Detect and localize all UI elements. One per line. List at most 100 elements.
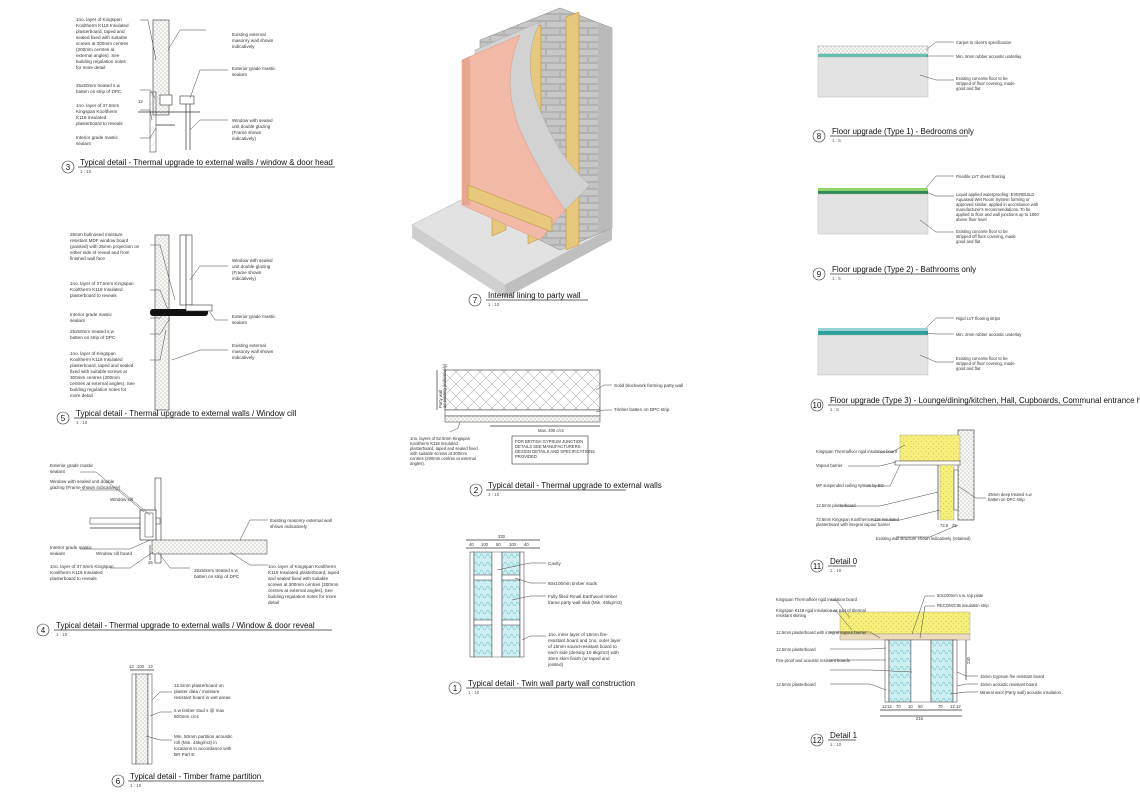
detail-number: 7 xyxy=(473,296,478,305)
insulation-slab xyxy=(473,551,493,658)
manufacturer-note-box xyxy=(511,435,589,465)
detail-number-bubble xyxy=(111,774,125,788)
floor-slab-side xyxy=(505,228,612,298)
detail-scale: 1 : 5 xyxy=(832,276,841,281)
d1-top-dim: 330 xyxy=(498,534,506,539)
detail-title: Typical detail - Thermal upgrade to exte… xyxy=(56,621,315,630)
d12-note: 12.5mm plasterboard xyxy=(776,682,816,687)
batten xyxy=(953,469,959,511)
dim: 25 xyxy=(952,523,957,528)
detail-number: 10 xyxy=(813,401,822,410)
detail-number: 4 xyxy=(41,626,46,635)
window-frame xyxy=(139,509,157,541)
d11-note: 12.5mm plasterboard xyxy=(816,503,856,508)
detail-title: Typical detail - Thermal upgrade to exte… xyxy=(76,409,297,418)
detail-title: Typical detail - Twin wall party wall co… xyxy=(468,679,635,688)
window-cill-label: Window cill xyxy=(110,497,133,502)
d12-note-r: 15mm Gypsum fire resistant board xyxy=(980,674,1045,679)
detail-number-bubble xyxy=(810,733,824,747)
detail-number-bubble xyxy=(812,129,826,143)
dim: 70 xyxy=(938,704,943,709)
timber-battens xyxy=(444,409,601,417)
d12-note: Fire-proof and acoustic resistant boards xyxy=(776,658,850,663)
dim: 12 xyxy=(950,704,955,709)
ceiling-line xyxy=(894,460,961,466)
wall-insulation xyxy=(939,464,955,521)
d2-notes-r1: Solid blockwork forming party wall xyxy=(614,383,683,388)
rubber-underlay xyxy=(818,331,928,335)
d12-note-r: 15mm acoustic resistant board xyxy=(980,682,1038,687)
detail-1-twin-wall-party-wall: 330 40 100 50 100 40 Cavity 60x100mm tim… xyxy=(448,534,635,695)
detail-scale: 1 : 10 xyxy=(830,568,842,573)
concrete-floor xyxy=(817,193,929,235)
dim: 40 xyxy=(524,542,529,547)
detail-number: 8 xyxy=(817,132,822,141)
detail-scale: 1 : 10 xyxy=(130,783,142,788)
masonry-wall-section xyxy=(152,19,170,116)
d2-notes-l: Party wallas existing (indicatively) xyxy=(438,363,447,408)
d8-note: Min. 6mm rubber acoustic underlay xyxy=(956,54,1022,59)
dim: 70 xyxy=(896,704,901,709)
detail-title: Typical detail - Thermal upgrade to exte… xyxy=(80,158,333,167)
detail-number: 1 xyxy=(453,684,458,693)
concrete-floor xyxy=(817,334,929,376)
dim: 12 xyxy=(956,704,961,709)
d12-bot-dim: 215 xyxy=(916,716,924,721)
board-layer xyxy=(469,551,475,658)
rigid-insulation-board xyxy=(899,434,961,462)
d12-note: 12.5mm plasterboard xyxy=(776,647,816,652)
floor-slab-front xyxy=(412,225,505,298)
detail-number-bubble xyxy=(812,267,826,281)
d11-note: MF suspended ceiling system by BG xyxy=(816,483,884,488)
d12-note-2: Kingspan K118 rigid insulation as part o… xyxy=(776,608,866,618)
dim: 50 xyxy=(918,704,923,709)
masonry-wall-section xyxy=(154,234,170,411)
detail-title: Floor upgrade (Type 1) - Bedrooms only xyxy=(832,127,974,136)
timber-stud xyxy=(473,574,493,581)
detail-number-bubble xyxy=(810,559,824,573)
detail-11-detail-0: 72.5 25 Kingspan Thermafloor rigid insul… xyxy=(810,429,1033,573)
d1-notes-r1: Cavity xyxy=(548,561,561,566)
detail-number-bubble xyxy=(810,398,824,412)
concrete-floor xyxy=(817,56,929,98)
detail-number-bubble xyxy=(61,160,75,174)
d12-side-dim: 230 xyxy=(966,656,971,664)
timber-batten xyxy=(565,11,580,251)
d12-note-t: 50x100mm s.w. top plate xyxy=(937,593,984,598)
existing-wall xyxy=(957,429,975,521)
dim: 10 xyxy=(908,704,913,709)
insulation xyxy=(930,639,954,703)
detail-number: 12 xyxy=(813,736,822,745)
insulated-plasterboard xyxy=(461,34,566,241)
sole-plate xyxy=(467,184,553,233)
cill xyxy=(185,304,213,312)
detail-4-window-door-reveal: Window cill Window cill board 25 Exterio… xyxy=(36,463,340,637)
d11-note-b: Existing wall structure shown indicative… xyxy=(876,536,971,541)
detail-title: Typical detail - Timber frame partition xyxy=(130,772,261,781)
masonry-wall xyxy=(151,539,268,555)
detail-number: 11 xyxy=(813,562,822,571)
dim: 12 xyxy=(882,704,887,709)
d2-notes-r2: Timber batten on DPC strip xyxy=(614,407,670,412)
detail-scale: 1 : 10 xyxy=(80,169,92,174)
d11-note: Vapour barrier xyxy=(816,463,843,468)
detail-number-bubble xyxy=(468,293,482,307)
